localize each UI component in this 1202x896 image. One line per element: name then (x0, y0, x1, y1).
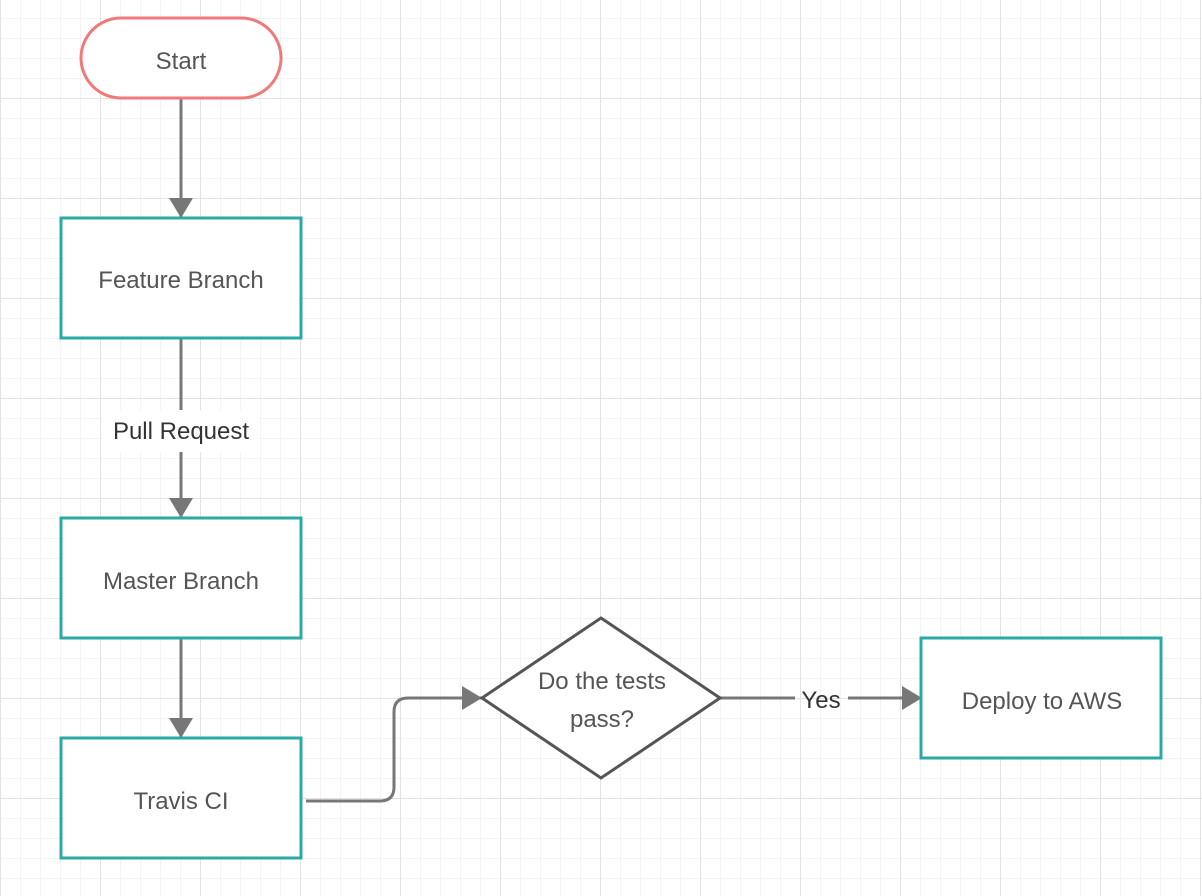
decision-label-line2: pass? (570, 706, 634, 733)
feature-branch-label: Feature Branch (98, 267, 263, 294)
node-start[interactable]: Start (79, 16, 283, 100)
deploy-process-shape (919, 636, 1163, 760)
node-decision-tests-pass[interactable]: Do the tests pass? (479, 616, 723, 780)
node-feature-branch[interactable]: Feature Branch (59, 216, 303, 340)
master-branch-label: Master Branch (103, 568, 259, 595)
decision-label-line1: Do the tests (538, 668, 666, 695)
travis-ci-label: Travis CI (133, 788, 228, 815)
deploy-label: Deploy to AWS (962, 688, 1123, 715)
start-terminal-shape (79, 16, 283, 100)
start-label: Start (156, 48, 207, 75)
feature-branch-process-shape (59, 216, 303, 340)
master-branch-process-shape (59, 516, 303, 640)
edge-label-yes: Yes (801, 687, 840, 714)
travis-ci-process-shape (59, 736, 303, 860)
node-deploy-to-aws[interactable]: Deploy to AWS (919, 636, 1163, 760)
node-travis-ci[interactable]: Travis CI (59, 736, 303, 860)
node-master-branch[interactable]: Master Branch (59, 516, 303, 640)
decision-diamond-shape (479, 616, 723, 780)
edge-travis-to-decision[interactable] (306, 686, 482, 803)
edge-label-pull-request: Pull Request (113, 418, 249, 445)
edge-label-background (102, 410, 260, 452)
